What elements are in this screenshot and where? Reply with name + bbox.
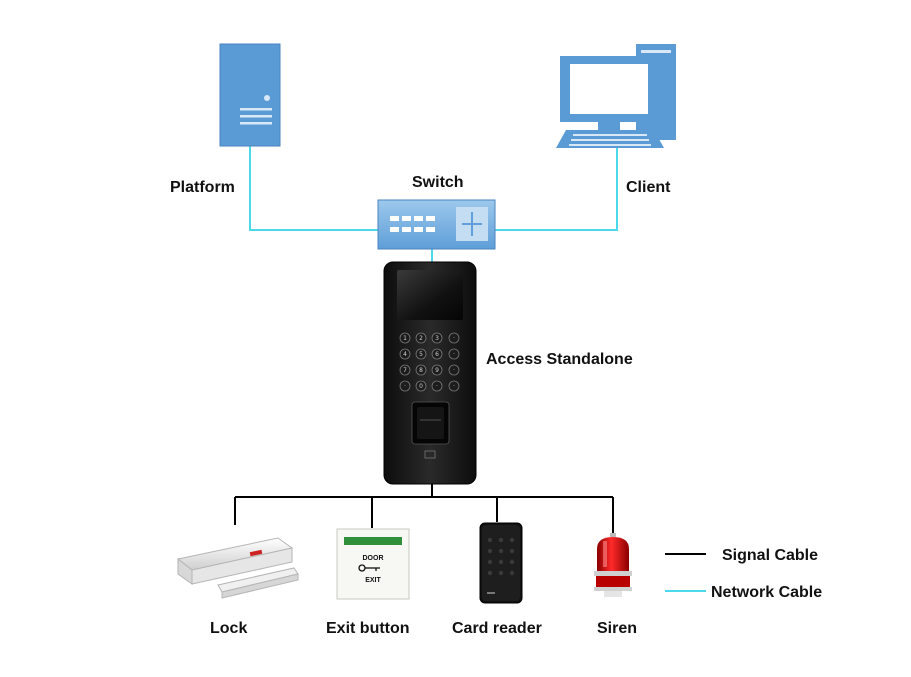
svg-text:1: 1 bbox=[403, 335, 407, 342]
svg-text:4: 4 bbox=[403, 351, 407, 358]
exit-button-icon: DOOR EXIT bbox=[336, 528, 410, 600]
svg-text:0: 0 bbox=[419, 383, 423, 390]
switch-label: Switch bbox=[412, 174, 464, 191]
magnetic-lock-icon bbox=[176, 537, 299, 599]
svg-text:6: 6 bbox=[435, 351, 439, 358]
legend-network-label: Network Cable bbox=[711, 584, 822, 601]
siren-icon bbox=[594, 533, 632, 597]
switch-icon bbox=[377, 199, 496, 250]
exit-plate-line1: DOOR bbox=[363, 555, 384, 562]
lock-label: Lock bbox=[210, 620, 247, 637]
card-reader-label: Card reader bbox=[452, 620, 542, 637]
exit-plate-line2: EXIT bbox=[365, 577, 381, 584]
computer-icon bbox=[556, 44, 676, 148]
svg-text:·: · bbox=[453, 335, 455, 342]
platform-label: Platform bbox=[170, 179, 235, 196]
card-reader-icon bbox=[479, 522, 523, 604]
access-standalone-label: Access Standalone bbox=[486, 351, 633, 368]
legend-signal-label: Signal Cable bbox=[722, 547, 818, 564]
access-terminal-icon: 1 2 3 · 4 5 6 · 7 8 9 · · 0 · · bbox=[383, 261, 477, 485]
server-icon bbox=[219, 43, 281, 147]
siren-label: Siren bbox=[597, 620, 637, 637]
svg-text:3: 3 bbox=[435, 335, 439, 342]
svg-text:8: 8 bbox=[419, 367, 423, 374]
svg-text:·: · bbox=[453, 367, 455, 374]
signal-cables bbox=[234, 484, 614, 534]
svg-text:9: 9 bbox=[435, 367, 439, 374]
client-network-link bbox=[495, 140, 618, 231]
svg-text:7: 7 bbox=[403, 367, 407, 374]
svg-text:·: · bbox=[436, 383, 438, 390]
client-label: Client bbox=[626, 179, 671, 196]
network-cables bbox=[249, 140, 618, 262]
svg-text:·: · bbox=[404, 383, 406, 390]
svg-text:2: 2 bbox=[419, 335, 423, 342]
svg-text:·: · bbox=[453, 351, 455, 358]
svg-text:·: · bbox=[453, 383, 455, 390]
svg-text:5: 5 bbox=[419, 351, 423, 358]
legend: Signal Cable Network Cable bbox=[665, 547, 822, 601]
platform-network-link bbox=[249, 146, 378, 231]
exit-button-label: Exit button bbox=[326, 620, 410, 637]
